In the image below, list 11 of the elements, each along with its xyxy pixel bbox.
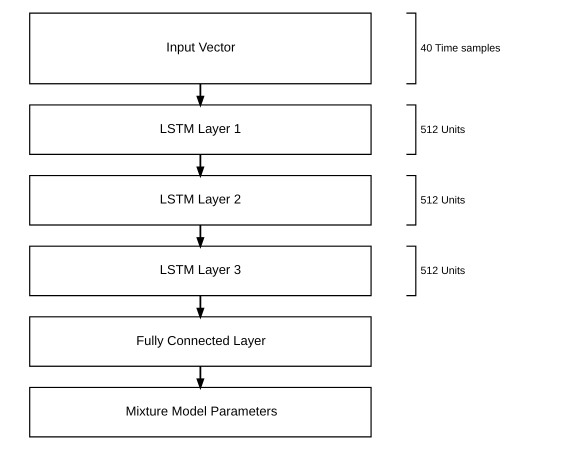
node-label: 512 Units: [420, 265, 465, 278]
arrow: [196, 84, 204, 108]
arrow: [196, 225, 204, 249]
node-label: 40 Time samples: [420, 42, 500, 55]
arrow: [196, 154, 204, 178]
node-box: Fully Connected Layer: [28, 316, 372, 367]
arrow: [196, 296, 204, 320]
node-label: 512 Units: [420, 194, 465, 206]
node-box: Mixture Model Parameters: [28, 386, 372, 438]
arrow: [196, 366, 204, 390]
node-label: 512 Units: [420, 124, 465, 136]
